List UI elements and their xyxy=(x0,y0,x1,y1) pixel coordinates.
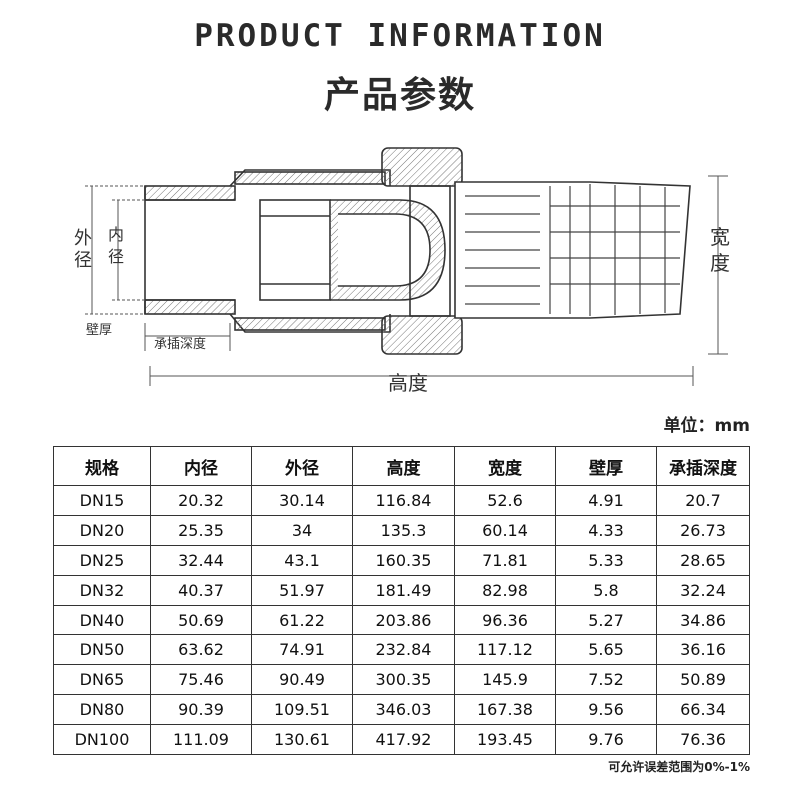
title-chinese: 产品参数 xyxy=(323,75,476,116)
col-header-width: 宽度 xyxy=(454,446,556,486)
cell-width: 145.9 xyxy=(454,664,556,696)
cell-wall: 5.8 xyxy=(555,574,657,606)
cell-height: 181.49 xyxy=(352,574,455,606)
width-label: 宽 xyxy=(710,225,730,249)
cell-outer-diameter: 74.91 xyxy=(251,634,353,666)
cell-height: 203.86 xyxy=(352,604,455,636)
cell-inner-diameter: 90.39 xyxy=(150,694,252,726)
cell-height: 135.3 xyxy=(352,514,455,546)
cell-height: 346.03 xyxy=(352,694,455,726)
cell-socket-depth: 20.7 xyxy=(656,485,750,516)
cell-wall: 5.33 xyxy=(555,544,657,576)
inner-diameter-label: 内 xyxy=(108,225,124,244)
cell-wall: 4.33 xyxy=(555,514,657,546)
cell-wall: 9.56 xyxy=(555,694,657,726)
cell-outer-diameter: 109.51 xyxy=(251,694,353,726)
cell-spec: DN40 xyxy=(53,604,151,636)
cell-spec: DN32 xyxy=(53,574,151,606)
cell-width: 52.6 xyxy=(454,485,556,516)
cell-outer-diameter: 34 xyxy=(251,514,353,546)
cell-width: 60.14 xyxy=(454,514,556,546)
wall-thickness-label: 壁厚 xyxy=(86,323,112,338)
svg-text:度: 度 xyxy=(710,251,730,275)
cell-spec: DN15 xyxy=(53,485,151,516)
cell-inner-diameter: 40.37 xyxy=(150,574,252,606)
cell-inner-diameter: 32.44 xyxy=(150,544,252,576)
cell-socket-depth: 76.36 xyxy=(656,724,750,756)
spec-table: 规格 内径 外径 高度 宽度 壁厚 承插深度 DN15 20.32 30.14 … xyxy=(53,446,750,756)
cell-wall: 4.91 xyxy=(555,485,657,516)
table-row: DN15 20.32 30.14 116.84 52.6 4.91 20.7 xyxy=(53,485,750,516)
cell-width: 82.98 xyxy=(454,574,556,606)
table-row: DN50 63.62 74.91 232.84 117.12 5.65 36.1… xyxy=(53,634,750,666)
tolerance-note: 可允许误差范围为0%-1% xyxy=(608,760,750,774)
col-header-outer-diameter: 外径 xyxy=(251,446,353,486)
cell-inner-diameter: 50.69 xyxy=(150,604,252,636)
cell-outer-diameter: 30.14 xyxy=(251,485,353,516)
socket-depth-label: 承插深度 xyxy=(154,336,206,352)
cell-width: 193.45 xyxy=(454,724,556,756)
svg-text:径: 径 xyxy=(74,250,92,271)
cell-outer-diameter: 130.61 xyxy=(251,724,353,756)
col-header-height: 高度 xyxy=(352,446,455,486)
cell-width: 167.38 xyxy=(454,694,556,726)
cell-socket-depth: 32.24 xyxy=(656,574,750,606)
cell-height: 232.84 xyxy=(352,634,455,666)
table-row: DN80 90.39 109.51 346.03 167.38 9.56 66.… xyxy=(53,694,750,726)
cell-wall: 7.52 xyxy=(555,664,657,696)
col-header-inner-diameter: 内径 xyxy=(150,446,252,486)
cell-socket-depth: 34.86 xyxy=(656,604,750,636)
dimension-lines xyxy=(85,175,728,386)
cell-wall: 9.76 xyxy=(555,724,657,756)
table-row: DN25 32.44 43.1 160.35 71.81 5.33 28.65 xyxy=(53,544,750,576)
cell-height: 300.35 xyxy=(352,664,455,696)
cell-socket-depth: 26.73 xyxy=(656,514,750,546)
cell-spec: DN100 xyxy=(53,724,151,756)
cell-outer-diameter: 90.49 xyxy=(251,664,353,696)
cell-width: 117.12 xyxy=(454,634,556,666)
cell-inner-diameter: 111.09 xyxy=(150,724,252,756)
col-header-spec: 规格 xyxy=(53,446,151,486)
table-row: DN65 75.46 90.49 300.35 145.9 7.52 50.89 xyxy=(53,664,750,696)
cell-spec: DN65 xyxy=(53,664,151,696)
col-header-wall: 壁厚 xyxy=(555,446,657,486)
cell-outer-diameter: 61.22 xyxy=(251,604,353,636)
cell-spec: DN50 xyxy=(53,634,151,666)
cell-inner-diameter: 63.62 xyxy=(150,634,252,666)
table-row: DN20 25.35 34 135.3 60.14 4.33 26.73 xyxy=(53,514,750,546)
cell-socket-depth: 28.65 xyxy=(656,544,750,576)
cell-socket-depth: 66.34 xyxy=(656,694,750,726)
table-header-row: 规格 内径 外径 高度 宽度 壁厚 承插深度 xyxy=(53,446,750,486)
outer-diameter-label: 外 xyxy=(74,228,92,249)
col-header-socket-depth: 承插深度 xyxy=(656,446,750,486)
cell-width: 71.81 xyxy=(454,544,556,576)
cell-height: 160.35 xyxy=(352,544,455,576)
cell-outer-diameter: 51.97 xyxy=(251,574,353,606)
cell-inner-diameter: 20.32 xyxy=(150,485,252,516)
cell-spec: DN25 xyxy=(53,544,151,576)
cell-width: 96.36 xyxy=(454,604,556,636)
height-label: 高度 xyxy=(388,371,428,395)
svg-text:径: 径 xyxy=(108,247,124,266)
table-row: DN40 50.69 61.22 203.86 96.36 5.27 34.86 xyxy=(53,604,750,636)
cell-spec: DN20 xyxy=(53,514,151,546)
cell-outer-diameter: 43.1 xyxy=(251,544,353,576)
cell-wall: 5.65 xyxy=(555,634,657,666)
cell-socket-depth: 50.89 xyxy=(656,664,750,696)
cell-height: 417.92 xyxy=(352,724,455,756)
cell-height: 116.84 xyxy=(352,485,455,516)
cell-wall: 5.27 xyxy=(555,604,657,636)
cell-socket-depth: 36.16 xyxy=(656,634,750,666)
cell-inner-diameter: 75.46 xyxy=(150,664,252,696)
cell-spec: DN80 xyxy=(53,694,151,726)
unit-label: 单位：mm xyxy=(663,416,750,436)
cell-inner-diameter: 25.35 xyxy=(150,514,252,546)
foot-valve-diagram: 外 径 内 径 壁厚 承插深度 高度 宽 度 xyxy=(74,147,730,395)
table-row: DN32 40.37 51.97 181.49 82.98 5.8 32.24 xyxy=(53,574,750,606)
title-english: PRODUCT INFORMATION xyxy=(194,18,606,54)
valve-body xyxy=(144,147,691,355)
table-row: DN100 111.09 130.61 417.92 193.45 9.76 7… xyxy=(53,724,750,756)
